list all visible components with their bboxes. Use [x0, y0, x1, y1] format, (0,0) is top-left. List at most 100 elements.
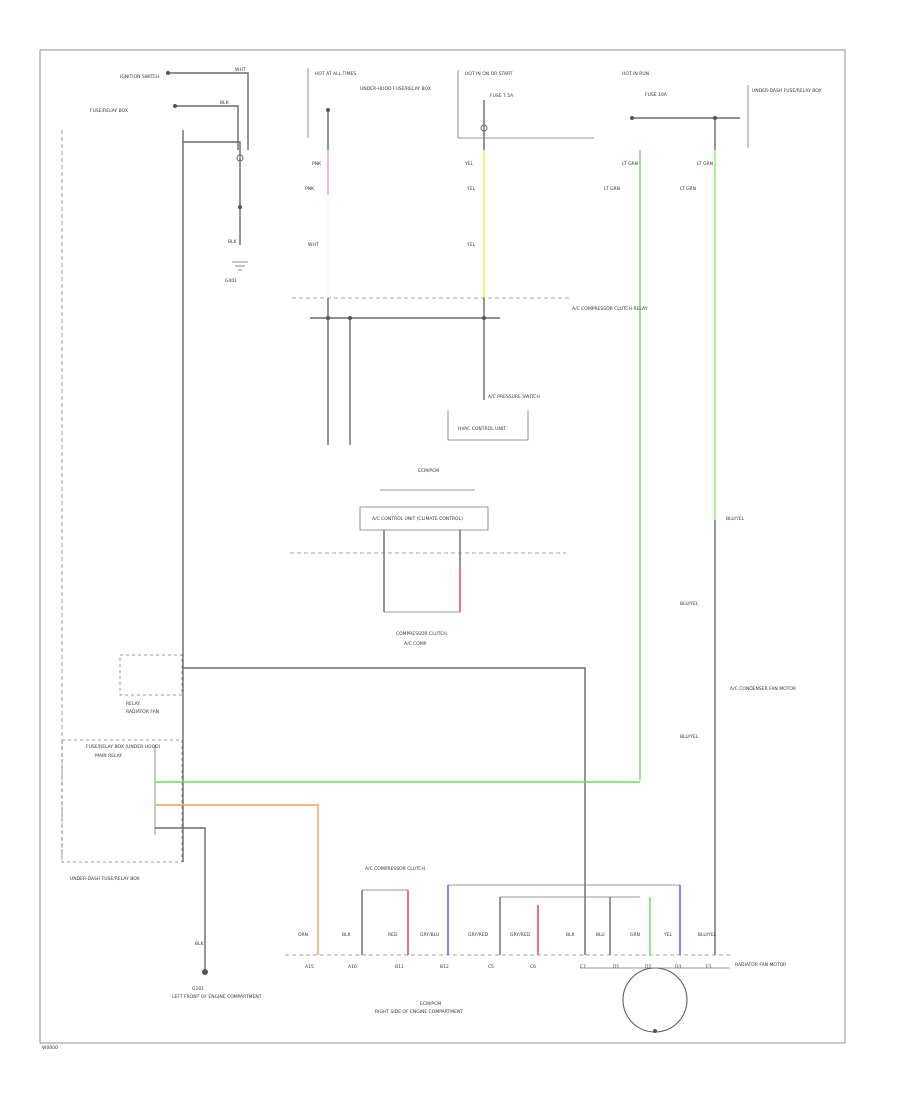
pin-wire-5: GRY/RED	[510, 932, 531, 938]
bottom-main-label: ECM/PCM	[420, 1001, 441, 1007]
ground-label-g401: G401	[225, 278, 237, 284]
wire-label-pnk: PNK	[312, 161, 322, 167]
connector-dot	[173, 104, 177, 108]
fuse-mid-bracket	[457, 70, 594, 139]
left-relay-sub: RADIATOR FAN	[126, 709, 159, 715]
pin-wire-3: GRY/BLU	[420, 932, 439, 938]
pin-wire-1: BLK	[342, 932, 352, 938]
connector-dot	[713, 116, 717, 120]
wire-label-blk: BLK	[220, 100, 230, 106]
pin-9: D3	[675, 964, 681, 970]
ignition-switch-label: IGNITION SWITCH	[120, 74, 160, 80]
pin-7: D1	[613, 964, 619, 970]
pin-wire-8: GRN	[630, 932, 640, 938]
pin-8: D2	[645, 964, 651, 970]
motor-label: RADIATOR FAN MOTOR	[735, 962, 786, 968]
sensor-box-sub: HVAC CONTROL UNIT	[458, 426, 506, 432]
fuse-right-sub: FUSE 10A	[645, 92, 668, 98]
right-top-box-label: UNDER-DASH FUSE/RELAY BOX	[752, 88, 822, 94]
wire-label-blk-2: BLK	[228, 239, 238, 245]
fuse-left-sub: UNDER-HOOD FUSE/RELAY BOX	[360, 86, 431, 92]
wire-label-wht: WHT	[235, 67, 246, 73]
pin-wire-10: BLU/YEL	[698, 932, 717, 938]
fuse-mid-label: HOT IN ON OR START	[465, 71, 513, 77]
fuse-left-label: HOT AT ALL TIMES	[315, 71, 356, 77]
left-relay-box	[119, 654, 183, 696]
right-mid-wire-3: BLU/YEL	[680, 734, 699, 740]
compressor-sub: A/C COMP	[404, 641, 427, 647]
fuse-mid-group: HOT IN ON OR START FUSE 7.5A YEL YEL YEL	[457, 70, 594, 298]
diagram-frame	[39, 49, 846, 1044]
pin-3: B12	[440, 964, 449, 970]
pin-5: C6	[530, 964, 536, 970]
control-unit-inner: A/C CONTROL UNIT (CLIMATE CONTROL)	[372, 516, 463, 522]
fuse-left-group: HOT AT ALL TIMES UNDER-HOOD FUSE/RELAY B…	[305, 68, 431, 298]
wire-fuse-relay	[175, 105, 239, 150]
relay-label: A/C COMPRESSOR CLUTCH RELAY	[572, 306, 648, 312]
fan-motor-circle	[622, 967, 688, 1033]
pin-10: E1	[706, 964, 712, 970]
wire-label-yel-2: YEL	[466, 186, 476, 192]
connector-dot	[348, 316, 352, 320]
fuse-right-label: HOT IN RUN	[622, 71, 649, 77]
fuse-mid-contact	[480, 124, 488, 132]
control-unit-box	[359, 489, 489, 531]
compressor-label: COMPRESSOR CLUTCH	[396, 631, 447, 637]
wire-label-wht-2: WHT	[308, 242, 319, 248]
wire-label-ltgrn-3: LT GRN	[697, 161, 713, 167]
left-relay-label: RELAY	[126, 701, 140, 707]
connector-dot	[482, 316, 486, 320]
pin-wire-9: YEL	[663, 932, 673, 938]
right-mid-label: A/C CONDENSER FAN MOTOR	[730, 686, 796, 692]
ignition-switch-group: IGNITION SWITCH FUSE/RELAY BOX WHT BLK B…	[90, 67, 249, 284]
motor-terminal	[653, 1029, 657, 1033]
connector-dot	[238, 205, 242, 209]
wire-label-ltgrn: LT GRN	[622, 161, 638, 167]
left-module-label: FUSE/RELAY BOX (UNDER-HOOD)	[86, 744, 161, 750]
left-module-box	[61, 739, 183, 863]
connector-dot	[166, 71, 170, 75]
pin-0: A15	[305, 964, 314, 970]
pin-wire-7: BLU	[596, 932, 605, 938]
pin-wire-4: GRY/RED	[468, 932, 489, 938]
sensor-box-label: A/C PRESSURE SWITCH	[488, 394, 540, 400]
connector-dot	[326, 316, 330, 320]
wire-label-pnk-2: PNK	[305, 186, 315, 192]
pin-2: B11	[395, 964, 404, 970]
left-module-sub: MAIN RELAY	[95, 753, 122, 759]
wire-label-ltgrn-4: LT GRN	[680, 186, 696, 192]
pin-4: C5	[488, 964, 494, 970]
connector-dot	[630, 116, 634, 120]
ctrl-box-label: ECM/PCM	[418, 468, 439, 474]
ground-symbol	[232, 261, 248, 271]
fuse-right-group: HOT IN RUN FUSE 10A UNDER-DASH FUSE/RELA…	[604, 71, 822, 780]
wire-relay-to-ecm	[182, 667, 586, 955]
right-mid-wire-2: BLU/YEL	[680, 601, 699, 607]
fuse-relay-box-label: FUSE/RELAY BOX	[90, 108, 128, 114]
bottom-left-block-label: UNDER-DASH FUSE/RELAY BOX	[70, 876, 140, 882]
footer-code: W0000	[42, 1045, 58, 1051]
connector-dot	[326, 108, 330, 112]
pin-wire-2: RED	[388, 932, 398, 938]
pin-wire-6: BLK	[566, 932, 576, 938]
wire-ignition	[168, 72, 249, 150]
bottom-main-sub: RIGHT SIDE OF ENGINE COMPARTMENT	[375, 1009, 463, 1015]
wire-label-ltgrn-2: LT GRN	[604, 186, 620, 192]
wire-label-yel-3: YEL	[466, 242, 476, 248]
wire-orange	[155, 804, 319, 955]
switch-contact	[236, 154, 244, 162]
bottom-connector-label: A/C COMPRESSOR CLUTCH	[365, 866, 425, 872]
sensor-box	[447, 410, 529, 441]
pin-6: C7	[580, 964, 586, 970]
fuse-mid-sub: FUSE 7.5A	[490, 93, 514, 99]
bottom-left-ground: G101	[192, 986, 204, 992]
connector-dot	[202, 969, 208, 975]
pin-1: A16	[348, 964, 357, 970]
right-mid-wire: BLU/YEL	[726, 516, 745, 522]
wire-label-blk-3: BLK	[195, 941, 205, 947]
pin-wire-0: ORN	[298, 932, 308, 938]
bottom-left-ground-sub: LEFT FRONT OF ENGINE COMPARTMENT	[172, 994, 262, 1000]
wire-ground	[155, 827, 206, 970]
wire-label-yel: YEL	[464, 161, 474, 167]
